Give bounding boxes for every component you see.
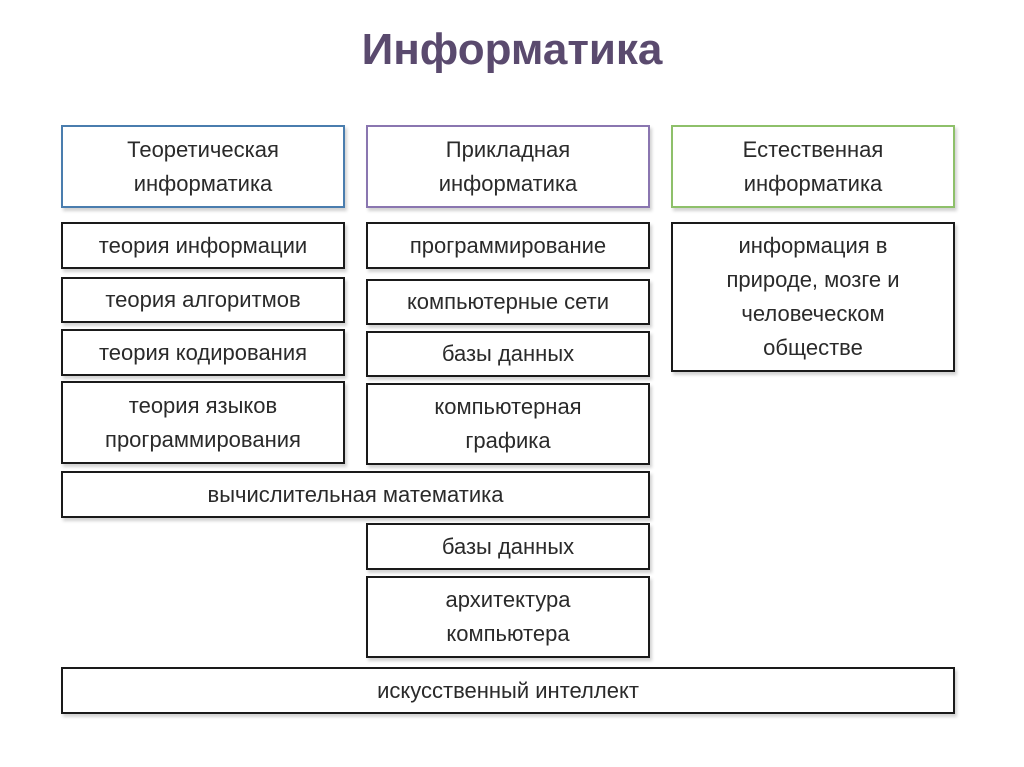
header-theoretical-informatics: Теоретическая информатика <box>61 125 345 208</box>
diagram-title: Информатика <box>361 25 663 74</box>
box-computer-architecture: архитектура компьютера <box>366 576 650 658</box>
box-programming: программирование <box>366 222 650 269</box>
box-artificial-intelligence: искусственный интеллект <box>61 667 955 714</box>
box-databases: базы данных <box>366 331 650 377</box>
box-computer-graphics: компьютерная графика <box>366 383 650 465</box>
box-computer-networks: компьютерные сети <box>366 279 650 325</box>
header-applied-informatics: Прикладная информатика <box>366 125 650 208</box>
box-programming-languages-theory: теория языков программирования <box>61 381 345 464</box>
box-computational-mathematics: вычислительная математика <box>61 471 650 518</box>
box-algorithm-theory: теория алгоритмов <box>61 277 345 323</box>
box-information-theory: теория информации <box>61 222 345 269</box>
box-coding-theory: теория кодирования <box>61 329 345 376</box>
box-databases-second: базы данных <box>366 523 650 570</box>
header-natural-informatics: Естественная информатика <box>671 125 955 208</box>
box-information-in-nature: информация в природе, мозге и человеческ… <box>671 222 955 372</box>
